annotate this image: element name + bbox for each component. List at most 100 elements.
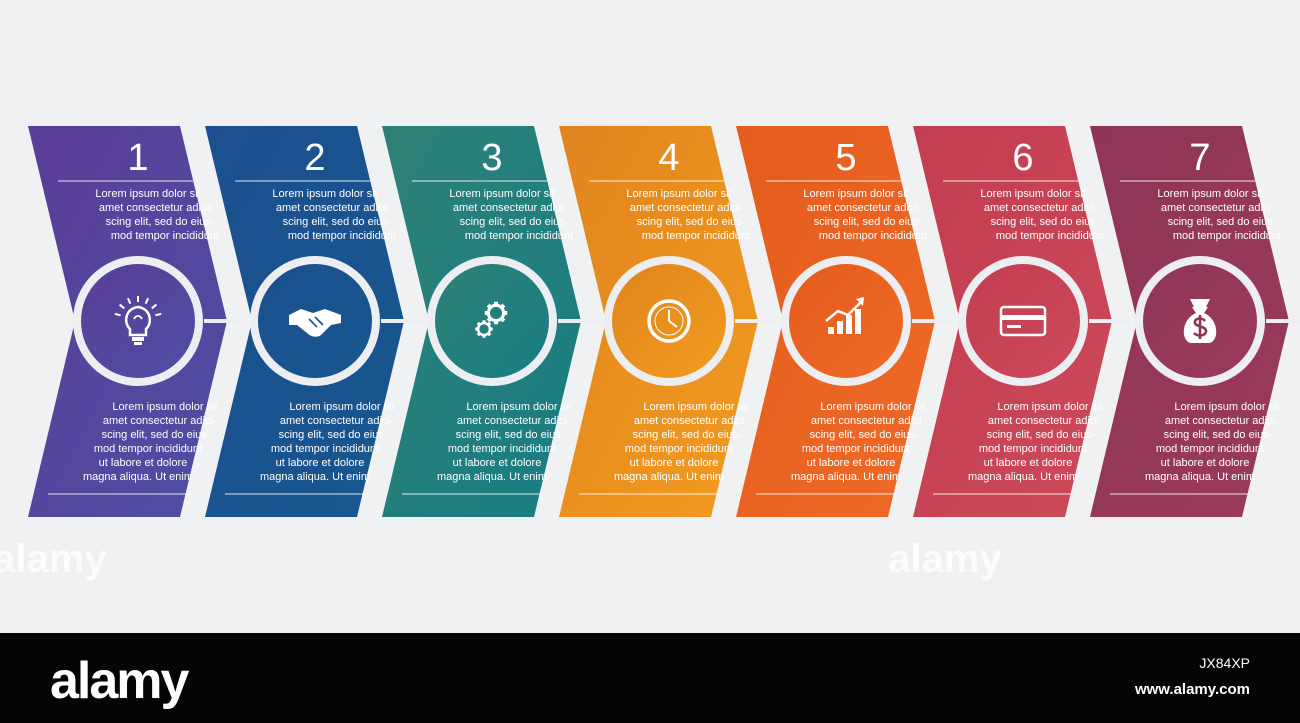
step-1-bottom-text-line: mod tempor incididunt — [94, 443, 202, 455]
step-3-bottom-text-line: scing elit, sed do eius- — [456, 429, 565, 441]
step-2-bottom-text-line: Lorem ipsum dolor sit — [289, 401, 394, 413]
step-6-top-text-line: amet consectetur adipi- — [984, 202, 1099, 214]
lightbulb-icon — [114, 296, 162, 345]
step-4-bottom-text-line: magna aliqua. Ut enim — [614, 471, 724, 483]
step-1-top-text-line: scing elit, sed do eius- — [106, 216, 215, 228]
gears-icon — [475, 301, 508, 338]
step-7-bottom-text-line: ut labore et dolore — [1161, 457, 1250, 469]
step-6-bottom-text-line: ut labore et dolore — [984, 457, 1073, 469]
step-5-bottom-text-line: Lorem ipsum dolor sit — [820, 401, 925, 413]
step-2-bottom-text-line: ut labore et dolore — [276, 457, 365, 469]
step-3-top-text-line: Lorem ipsum dolor sit — [449, 188, 554, 200]
step-5-bottom-text-line: amet consectetur adipi- — [811, 415, 926, 427]
step-1-bottom-text-line: ut labore et dolore — [99, 457, 188, 469]
step-7-top-text-line: amet consectetur adipi- — [1161, 202, 1276, 214]
step-7-bottom-text-line: magna aliqua. Ut enim — [1145, 471, 1255, 483]
step-5-top-text-line: mod tempor incididunt — [819, 230, 927, 242]
footer-url: www.alamy.com — [1134, 681, 1250, 698]
step-4-bottom-text-line: amet consectetur adipi- — [634, 415, 749, 427]
step-7-bottom-text-line: mod tempor incididunt — [1156, 443, 1264, 455]
step-1-number: 1 — [127, 137, 148, 179]
step-3-bottom-text-line: ut labore et dolore — [453, 457, 542, 469]
step-4-top-text-line: scing elit, sed do eius- — [637, 216, 746, 228]
footer-bar: alamy JX84XP www.alamy.com — [0, 633, 1300, 723]
step-3-top-text-line: mod tempor incididunt — [465, 230, 573, 242]
step-5-bottom-text-line: magna aliqua. Ut enim — [791, 471, 901, 483]
step-3-bottom-text-line: mod tempor incididunt — [448, 443, 556, 455]
watermark-layer: alamy alamy — [0, 537, 1002, 581]
handshake-icon — [289, 309, 341, 337]
step-4-top-text-line: mod tempor incididunt — [642, 230, 750, 242]
step-3-bottom-text-line: Lorem ipsum dolor sit — [466, 401, 571, 413]
step-2-top-text-line: amet consectetur adipi- — [276, 202, 391, 214]
step-6-top-text-line: scing elit, sed do eius- — [991, 216, 1100, 228]
step-1-bottom-text-line: scing elit, sed do eius- — [102, 429, 211, 441]
step-7-bottom-text-line: amet consectetur adipi- — [1165, 415, 1280, 427]
step-4-bottom-text-line: ut labore et dolore — [630, 457, 719, 469]
step-7-top-text-line: mod tempor incididunt — [1173, 230, 1281, 242]
step-5-bottom-text-line: ut labore et dolore — [807, 457, 896, 469]
step-2-number: 2 — [304, 137, 325, 179]
step-1-top-text-line: amet consectetur adipi- — [99, 202, 214, 214]
step-2-top-text-line: mod tempor incididunt — [288, 230, 396, 242]
step-6-top-text-line: Lorem ipsum dolor sit — [980, 188, 1085, 200]
step-5-bottom-text-line: mod tempor incididunt — [802, 443, 910, 455]
step-6-bottom-text-line: amet consectetur adipi- — [988, 415, 1103, 427]
step-3-bottom-text-line: amet consectetur adipi- — [457, 415, 572, 427]
step-5-bottom-text-line: scing elit, sed do eius- — [810, 429, 919, 441]
step-5-top-text-line: scing elit, sed do eius- — [814, 216, 923, 228]
step-6-top-text-line: mod tempor incididunt — [996, 230, 1104, 242]
step-6-bottom-text-line: mod tempor incididunt — [979, 443, 1087, 455]
step-5-top-text-line: Lorem ipsum dolor sit — [803, 188, 908, 200]
step-4-number: 4 — [658, 137, 679, 179]
step-4-bottom-text-line: mod tempor incididunt — [625, 443, 733, 455]
step-3-top-text-line: scing elit, sed do eius- — [460, 216, 569, 228]
step-2-bottom-text-line: amet consectetur adipi- — [280, 415, 395, 427]
step-5-number: 5 — [835, 137, 856, 179]
step-3-number: 3 — [481, 137, 502, 179]
step-6-bottom-text-line: magna aliqua. Ut enim — [968, 471, 1078, 483]
step-2-bottom-text-line: mod tempor incididunt — [271, 443, 379, 455]
growth-chart-icon — [825, 297, 864, 334]
step-4-top-text-line: Lorem ipsum dolor sit — [626, 188, 731, 200]
step-1-bottom-text-line: amet consectetur adipi- — [103, 415, 218, 427]
step-4-bottom-text-line: Lorem ipsum dolor sit — [643, 401, 748, 413]
step-7-bottom-text-line: Lorem ipsum dolor sit — [1174, 401, 1279, 413]
step-7-bottom-text-line: scing elit, sed do eius- — [1164, 429, 1273, 441]
step-1-top-text-line: mod tempor incididunt — [111, 230, 219, 242]
step-4-bottom-text-line: scing elit, sed do eius- — [633, 429, 742, 441]
step-3-bottom-text-line: magna aliqua. Ut enim — [437, 471, 547, 483]
step-1-bottom-text-line: Lorem ipsum dolor sit — [112, 401, 217, 413]
step-6-bottom-text-line: Lorem ipsum dolor sit — [997, 401, 1102, 413]
step-7-top-text-line: scing elit, sed do eius- — [1168, 216, 1277, 228]
watermark-text: alamy — [888, 537, 1002, 581]
step-1-top-text-line: Lorem ipsum dolor sit — [95, 188, 200, 200]
step-6-bottom-text-line: scing elit, sed do eius- — [987, 429, 1096, 441]
clock-icon — [647, 299, 691, 343]
step-2-bottom-text-line: scing elit, sed do eius- — [279, 429, 388, 441]
step-6-number: 6 — [1012, 137, 1033, 179]
step-2-top-text-line: Lorem ipsum dolor sit — [272, 188, 377, 200]
step-5-top-text-line: amet consectetur adipi- — [807, 202, 922, 214]
money-bag-icon — [1183, 299, 1217, 343]
step-7-number: 7 — [1189, 137, 1210, 179]
step-2-bottom-text-line: magna aliqua. Ut enim — [260, 471, 370, 483]
watermark-text: alamy — [0, 537, 107, 581]
footer-logo: alamy — [50, 652, 189, 710]
credit-card-icon — [999, 305, 1047, 337]
step-4-top-text-line: amet consectetur adipi- — [630, 202, 745, 214]
step-7-top-text-line: Lorem ipsum dolor sit — [1157, 188, 1262, 200]
step-1-bottom-text-line: magna aliqua. Ut enim — [83, 471, 193, 483]
image-id: JX84XP — [1199, 655, 1250, 671]
step-2-top-text-line: scing elit, sed do eius- — [283, 216, 392, 228]
step-3-top-text-line: amet consectetur adipi- — [453, 202, 568, 214]
